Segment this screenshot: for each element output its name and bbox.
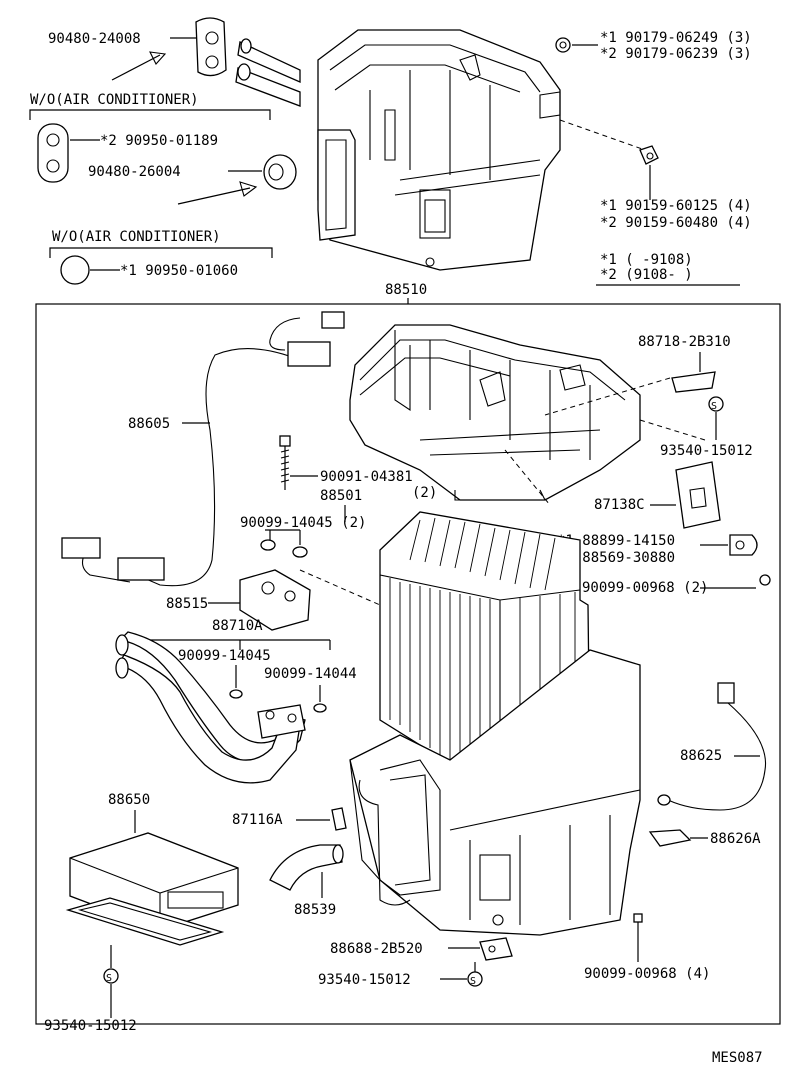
- label-88710a: 88710A: [212, 618, 263, 634]
- plug-90950-01060: [60, 255, 90, 285]
- clamp-88899: [729, 534, 758, 556]
- label-88510: 88510: [385, 282, 427, 298]
- screw-90091: [279, 435, 291, 490]
- svg-text:S: S: [711, 401, 717, 412]
- svg-text:S: S: [470, 976, 476, 987]
- screw-90099-00968-2: [759, 574, 771, 586]
- wire-harness-88605: [61, 311, 345, 587]
- label-90950-01060: *1 90950-01060: [120, 263, 238, 279]
- label-90099-14045: 90099-14045: [178, 648, 271, 664]
- nut-90179: [555, 37, 571, 53]
- expansion-valve-88515: [239, 569, 311, 631]
- o-ring-c: [229, 689, 243, 699]
- svg-text:S: S: [106, 973, 112, 984]
- clip-87116a: [331, 807, 347, 831]
- clip-88626a: [648, 829, 692, 847]
- label-90099-00968-4: 90099-00968 (4): [584, 966, 710, 982]
- label-93540-top: 93540-15012: [660, 443, 753, 459]
- label-93540-left: 93540-15012: [44, 1018, 137, 1034]
- label-88539: 88539: [294, 902, 336, 918]
- grommet-90480-26004: [263, 154, 297, 190]
- label-90099-14044: 90099-14044: [264, 666, 357, 682]
- label-88515: 88515: [166, 596, 208, 612]
- label-90179-a: *1 90179-06249 (3): [600, 30, 752, 46]
- o-ring-b: [292, 546, 308, 558]
- note-wo-ac-1: W/O(AIR CONDITIONER): [30, 92, 199, 108]
- bracket-88718: [671, 371, 716, 393]
- label-90099-14045-2: 90099-14045 (2): [240, 515, 366, 531]
- amplifier-88650: [65, 832, 239, 946]
- label-88650: 88650: [108, 792, 150, 808]
- label-88899: *1 88899-14150: [557, 533, 675, 549]
- diagram-code: MES087: [712, 1050, 763, 1066]
- label-90179-b: *2 90179-06239 (3): [600, 46, 752, 62]
- tube-88710a: [115, 631, 306, 784]
- label-88625: 88625: [680, 748, 722, 764]
- label-90099-00968-2: 90099-00968 (2): [582, 580, 708, 596]
- s-mark-93540-left: S: [103, 968, 119, 984]
- label-90480-26004: 90480-26004: [88, 164, 181, 180]
- cooling-unit-assembly-top: [235, 29, 561, 271]
- label-88569: *2 88569-30880: [557, 550, 675, 566]
- label-88626a: 88626A: [710, 831, 761, 847]
- bracket-88688: [479, 937, 513, 961]
- grommet-90480-24008: [195, 17, 227, 77]
- label-88501: 88501: [320, 488, 362, 504]
- thermistor-88625: [657, 682, 767, 811]
- upper-case: [349, 324, 641, 501]
- label-88688: 88688-2B520: [330, 941, 423, 957]
- legend-1: *1 ( -9108): [600, 252, 693, 268]
- s-mark-93540-bot: S: [467, 971, 483, 987]
- label-93540-bot: 93540-15012: [318, 972, 411, 988]
- label-87116a: 87116A: [232, 812, 283, 828]
- label-88605: 88605: [128, 416, 170, 432]
- grommet-plug-90950-01189: [37, 123, 69, 183]
- screw-90159: [639, 145, 659, 165]
- label-90159-a: *1 90159-60125 (4): [600, 198, 752, 214]
- label-90091-qty: (2): [412, 485, 437, 501]
- o-ring-a: [260, 539, 276, 551]
- drain-hose-88539: [269, 844, 344, 891]
- o-ring-d: [313, 703, 327, 713]
- screw-90099-00968-4: [633, 913, 643, 935]
- assembly-frame-88510: [35, 303, 781, 1025]
- seal-87138c: [675, 461, 721, 529]
- label-90480-24008: 90480-24008: [48, 31, 141, 47]
- note-wo-ac-2: W/O(AIR CONDITIONER): [52, 229, 221, 245]
- s-mark-93540-top: S: [708, 396, 724, 412]
- label-90159-b: *2 90159-60480 (4): [600, 215, 752, 231]
- lower-case: [349, 649, 641, 936]
- label-90091: 90091-04381: [320, 469, 413, 485]
- label-90950-01189: *2 90950-01189: [100, 133, 218, 149]
- legend-2: *2 (9108- ): [600, 267, 693, 283]
- label-88718: 88718-2B310: [638, 334, 731, 350]
- label-87138c: 87138C: [594, 497, 645, 513]
